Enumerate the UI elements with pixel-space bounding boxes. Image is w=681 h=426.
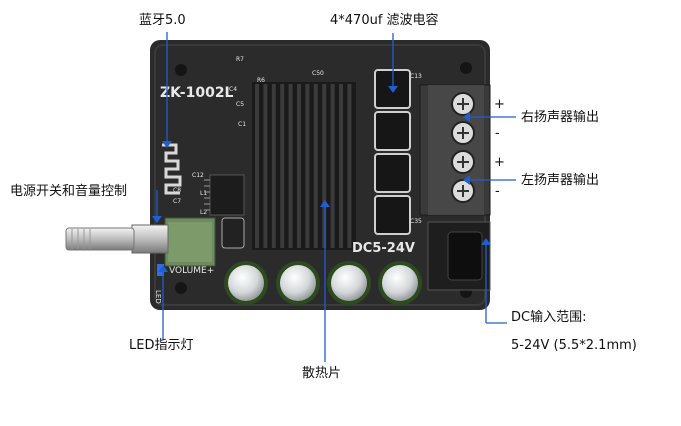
heatsink-fin: [339, 84, 343, 248]
callout-dc-input-range: 5-24V (5.5*2.1mm): [511, 338, 637, 353]
callout-arrows: [152, 86, 491, 272]
filter-capacitor-row: [374, 69, 411, 235]
voltage-marking: DC5-24V: [352, 241, 415, 256]
heatsink-fin: [288, 84, 293, 248]
heatsink-fin: [280, 84, 285, 248]
callout-led: LED指示灯: [129, 338, 194, 353]
silk-c13: C13: [410, 73, 422, 80]
heatsink-fin: [255, 84, 259, 248]
silk-c7: C7: [173, 198, 181, 205]
heatsink-fin: [271, 84, 276, 248]
mount-hole: [175, 282, 187, 294]
heatsink-fin: [313, 84, 318, 248]
mount-hole: [460, 62, 472, 74]
silk-l2: L2: [200, 209, 207, 216]
silk-c5: C5: [236, 101, 244, 108]
bluetooth-antenna: [162, 143, 182, 195]
silk-c50: C50: [312, 70, 324, 77]
led-marking: LED: [154, 290, 162, 304]
silk-c12: C12: [192, 172, 204, 179]
heatsink-fin: [305, 84, 310, 248]
mount-hole: [175, 64, 187, 76]
heatsink-fins: [255, 84, 352, 248]
polarity-minus-1: -: [495, 126, 500, 141]
silk-c8: C8: [173, 187, 181, 194]
silk-c35: C35: [410, 218, 422, 225]
callout-lines: [156, 32, 516, 362]
silk-r7: R7: [236, 56, 244, 63]
volume-knob-shaft[interactable]: [65, 227, 135, 251]
heatsink-body: [252, 82, 356, 250]
polarity-plus-2: +: [494, 155, 505, 170]
heatsink-fin: [347, 84, 352, 248]
silk-c4: C4: [229, 86, 237, 93]
callout-right-speaker: 右扬声器输出: [521, 110, 600, 125]
polarity-plus-1: +: [494, 97, 505, 112]
amplifier-chip: [209, 174, 245, 216]
terminal-screws: [451, 92, 475, 203]
callout-heatsink: 散热片: [302, 366, 342, 381]
callout-left-speaker: 左扬声器输出: [521, 173, 600, 188]
heatsink-fin: [263, 84, 268, 248]
electrolytic-capacitors: [224, 261, 422, 305]
heatsink-fin: [330, 84, 335, 248]
callout-bluetooth: 蓝牙5.0: [139, 13, 186, 28]
silk-l1: L1: [200, 190, 207, 197]
silk-r6: R6: [257, 77, 265, 84]
callout-power-volume: 电源开关和音量控制: [10, 184, 128, 199]
heatsink-fin: [322, 84, 327, 248]
polarity-minus-2: -: [495, 184, 500, 199]
callout-capacitors: 4*470uf 滤波电容: [330, 13, 439, 28]
board-model: ZK-1002L: [160, 85, 234, 101]
heatsink-fin: [297, 84, 301, 248]
pot-bushing: [131, 224, 169, 254]
volume-marking: VOLUME+: [169, 266, 214, 276]
silk-c1: C1: [238, 121, 246, 128]
callout-dc-input-title: DC输入范围:: [511, 310, 587, 325]
